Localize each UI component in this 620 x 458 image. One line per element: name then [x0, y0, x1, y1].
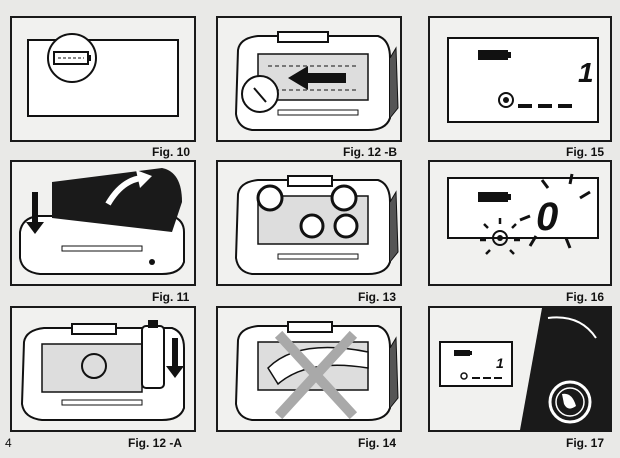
battery-icon: [53, 51, 91, 65]
figure-15: 1: [428, 16, 612, 142]
figure-caption: Fig. 16: [566, 290, 605, 304]
incorrect-film-loading-illustration: [234, 321, 399, 421]
camera-top-lcd-illustration: 1: [439, 308, 610, 430]
camera-back-opening-illustration: [19, 168, 185, 275]
figure-caption: Fig. 10: [152, 145, 191, 159]
figure-13: [216, 160, 402, 286]
figure-12a: [10, 306, 196, 432]
arrow-icon: [26, 192, 44, 234]
self-timer-icon: [498, 92, 514, 108]
figure-11: [10, 160, 196, 286]
arrow-icon: [288, 66, 346, 90]
figure-caption: Fig. 12 -A: [128, 436, 183, 450]
self-timer-icon: [492, 230, 508, 246]
figure-caption: Fig. 15: [566, 145, 605, 159]
figure-caption: Fig. 13: [358, 290, 397, 304]
counter-display-illustration: 1: [447, 37, 599, 123]
camera-film-loading-illustration: [234, 31, 399, 131]
self-timer-icon: [460, 372, 468, 380]
blinking-counter-illustration: 0: [447, 173, 599, 255]
frame-counter: 1: [496, 355, 504, 371]
figure-17: 1: [428, 306, 612, 432]
frame-counter: 0: [536, 195, 558, 239]
frame-counter: 1: [578, 57, 594, 88]
figure-caption: Fig. 11: [152, 290, 190, 304]
figure-caption: Fig. 14: [358, 436, 397, 450]
battery-icon: [454, 350, 472, 356]
figure-16: 0: [428, 160, 612, 286]
battery-icon: [478, 50, 511, 60]
page-number: 4: [5, 436, 12, 450]
figure-caption: Fig. 17: [566, 436, 605, 450]
figure-14: [216, 306, 402, 432]
figure-10: [10, 16, 196, 142]
arrow-icon: [166, 338, 184, 378]
cross-icon: [274, 330, 358, 420]
battery-icon: [478, 192, 511, 202]
lcd-panel-illustration: [27, 33, 179, 117]
figure-12b: [216, 16, 402, 142]
film-cartridge-insert-illustration: [20, 320, 185, 421]
figure-caption: Fig. 12 -B: [343, 145, 398, 159]
camera-film-guides-illustration: [234, 175, 399, 275]
